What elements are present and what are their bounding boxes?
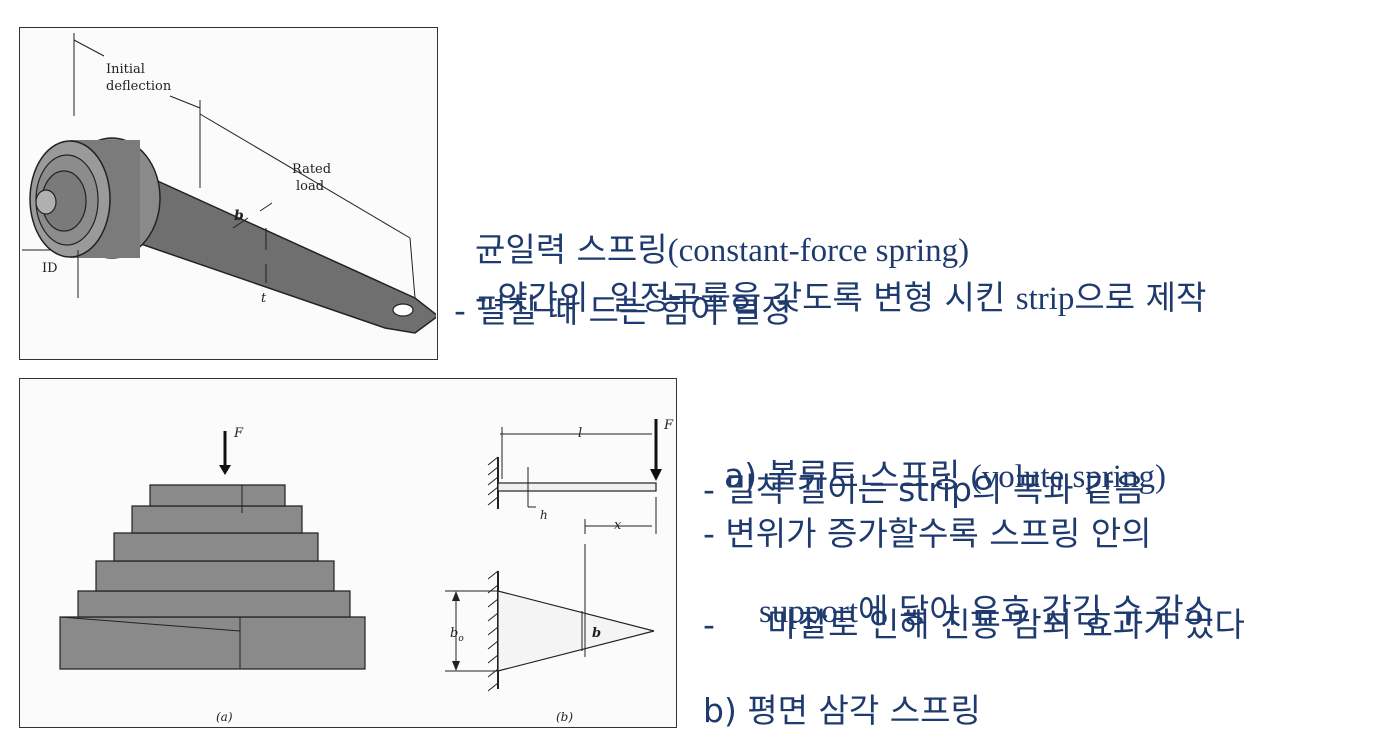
volute-line-4b: 에 닿아 유효 감김 수 감소	[857, 591, 1215, 630]
volute-title-ko: a) 볼류트 스프링	[723, 456, 971, 495]
caption-b: (b)	[556, 710, 573, 724]
bo-arrow-top	[452, 591, 460, 601]
volute-seams	[59, 485, 243, 669]
strip-end-hole	[392, 303, 414, 317]
volute-line-3: - 변위가 증가할수록 스프링 안의	[703, 514, 1152, 553]
constant-force-title-ko: 균일력 스프링	[474, 230, 668, 269]
constant-force-spring-figure: Initial deflection Rated load b t ID	[19, 27, 438, 360]
constant-force-title: 균일력 스프링(constant-force spring)	[454, 200, 969, 268]
constant-force-line-2: - 약간의 일정곡률을 갖도록 변형 시킨 strip으로 제작	[454, 248, 1206, 316]
caption-a: (a)	[216, 710, 233, 724]
force-label-b: F	[663, 418, 674, 433]
volute-line-4a: support	[758, 594, 858, 630]
cantilever-beam	[497, 482, 657, 492]
constant-force-line-3: - 펼칠 때 드는 힘이 일정	[454, 291, 792, 330]
constant-force-line-2c: 으로 제작	[1074, 278, 1207, 317]
height-h-label: h	[540, 508, 548, 522]
initial-deflection-label-1: Initial	[106, 62, 145, 77]
volute-triangular-drawing: F (a) F l h x	[59, 418, 674, 724]
volute-line-5: - 마찰로 인해 진동 감쇠 효과가 있다	[703, 605, 1245, 644]
volute-title: a) 볼류트 스프링 (volute spring)	[703, 426, 1166, 494]
spring-strip	[137, 171, 436, 334]
triangle-wall	[487, 570, 499, 692]
volute-line-2: - 밀착 길이는 strip의 폭과 같음	[703, 470, 1145, 509]
constant-force-title-en: (constant-force spring)	[667, 233, 970, 269]
thickness-t-label: t	[261, 291, 267, 306]
constant-force-line-2a: - 약간의 일정곡률을 갖도록 변형 시킨	[474, 278, 1016, 317]
force-label-a: F	[233, 426, 244, 441]
volute-line-4: support에 닿아 유효 감김 수 감소	[738, 561, 1214, 629]
triangle-dimensions	[445, 544, 586, 672]
triangular-spring-plate	[497, 590, 655, 672]
cantilever-dimensions	[500, 427, 657, 534]
volute-title-en: (volute spring)	[970, 459, 1166, 495]
volute-spring-stack	[59, 484, 366, 670]
length-l-label: l	[578, 426, 582, 441]
cantilever-wall-top	[487, 456, 499, 509]
dimension-lines	[22, 33, 416, 299]
constant-force-spring-drawing: Initial deflection Rated load b t ID	[22, 33, 436, 334]
constant-force-line-2b: strip	[1015, 281, 1075, 317]
force-arrowhead-b	[650, 469, 662, 481]
initial-deflection-label-2: deflection	[106, 79, 172, 94]
inner-diameter-label: ID	[42, 261, 58, 276]
volute-and-triangular-spring-figure: F (a) F l h x	[19, 378, 677, 728]
x-dist-label: x	[614, 518, 622, 533]
width-b-label: b	[234, 208, 244, 224]
force-arrowhead-a	[219, 465, 231, 475]
bo-arrow-bottom	[452, 661, 460, 671]
rated-load-label-1: Rated	[292, 162, 331, 177]
base-width-label: bo	[450, 626, 464, 644]
spring-axle	[35, 189, 57, 215]
rated-load-label-2: load	[296, 179, 324, 194]
local-width-label: b	[592, 626, 601, 641]
triangular-spring-title: b) 평면 삼각 스프링	[703, 691, 981, 730]
